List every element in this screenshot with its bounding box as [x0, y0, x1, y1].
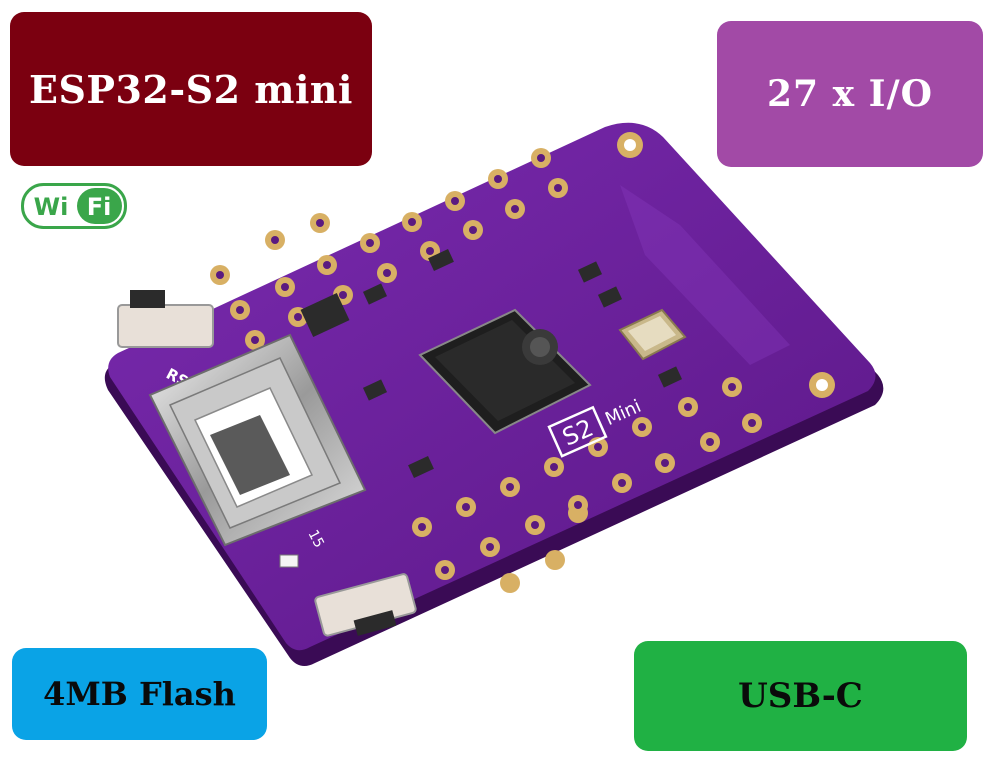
boot-button-component — [314, 573, 417, 637]
led-component — [279, 554, 299, 568]
reset-button-component — [117, 290, 214, 348]
title-text: ESP32-S2 mini — [29, 66, 353, 112]
mounting-holes — [617, 132, 835, 398]
header-pad-holes-top — [216, 154, 562, 344]
wifi-badge-wi-text: Wi — [34, 193, 69, 221]
flash-size-label: 4MB Flash — [12, 648, 267, 740]
esp32-s2-mini-board-image: S2 Mini RST 15 — [104, 122, 884, 667]
silkscreen-15-text: 15 — [304, 527, 326, 550]
usb-c-connector-icon — [148, 333, 367, 547]
smd-components — [300, 249, 683, 478]
usb-type-label: USB-C — [634, 641, 967, 751]
antenna-area — [620, 185, 790, 365]
wifi-badge-fi-text: Fi — [87, 193, 112, 221]
flash-size-text: 4MB Flash — [43, 675, 236, 713]
wifi-badge-icon: Wi Fi — [21, 183, 127, 229]
io-count-label: 27 x I/O — [717, 21, 983, 167]
io-count-text: 27 x I/O — [767, 73, 933, 115]
title-label-esp32-s2-mini: ESP32-S2 mini — [10, 12, 372, 166]
chip-icon — [418, 308, 592, 435]
crystal-icon — [618, 308, 687, 361]
header-pad-holes-bottom — [418, 383, 756, 574]
usb-type-text: USB-C — [738, 676, 863, 716]
